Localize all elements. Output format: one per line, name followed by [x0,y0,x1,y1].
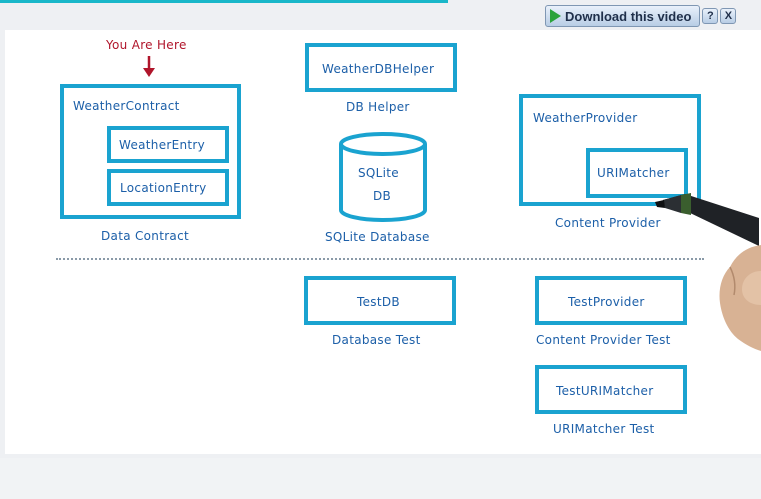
sqlite-db-line2: DB [373,189,392,203]
sqlite-database-caption: SQLite Database [325,230,430,244]
weather-db-helper-box [305,43,457,92]
location-entry-box [107,169,229,206]
urimatcher-box [586,148,688,198]
close-icon[interactable]: X [720,8,737,24]
you-are-here-label: You Are Here [106,38,187,52]
weather-contract-box [60,84,241,219]
video-progress-bar [0,0,448,3]
pen-icon [655,193,759,246]
hand-icon [719,245,761,351]
download-video-button[interactable]: Download this video [545,5,701,27]
weather-db-helper-label: WeatherDBHelper [322,62,435,76]
bottom-bar [0,458,761,499]
section-divider [56,258,704,260]
test-db-label: TestDB [357,295,400,309]
sqlite-db-line1: SQLite [358,166,399,180]
content-provider-caption: Content Provider [555,216,661,230]
download-toolbar: Download this video ? X [545,5,737,27]
db-helper-caption: DB Helper [346,100,410,114]
content-provider-test-caption: Content Provider Test [536,333,671,347]
urimatcher-label: URIMatcher [597,166,670,180]
database-test-caption: Database Test [332,333,421,347]
play-icon [550,9,561,23]
weather-contract-label: WeatherContract [73,99,180,113]
weather-provider-box [519,94,701,206]
test-urimatcher-label: TestURIMatcher [556,384,654,398]
video-frame[interactable] [5,30,761,454]
test-db-box [304,276,456,325]
help-icon[interactable]: ? [702,8,719,24]
urimatcher-test-caption: URIMatcher Test [553,422,655,436]
test-urimatcher-box [535,365,687,414]
sqlite-database-cylinder [339,132,427,222]
location-entry-label: LocationEntry [120,181,207,195]
data-contract-caption: Data Contract [101,229,189,243]
test-provider-box [535,276,687,325]
test-provider-label: TestProvider [568,295,645,309]
weather-provider-label: WeatherProvider [533,111,638,125]
weather-entry-label: WeatherEntry [119,138,206,152]
weather-entry-box [107,126,229,163]
down-arrow-icon [143,56,155,77]
download-video-label: Download this video [565,8,692,24]
